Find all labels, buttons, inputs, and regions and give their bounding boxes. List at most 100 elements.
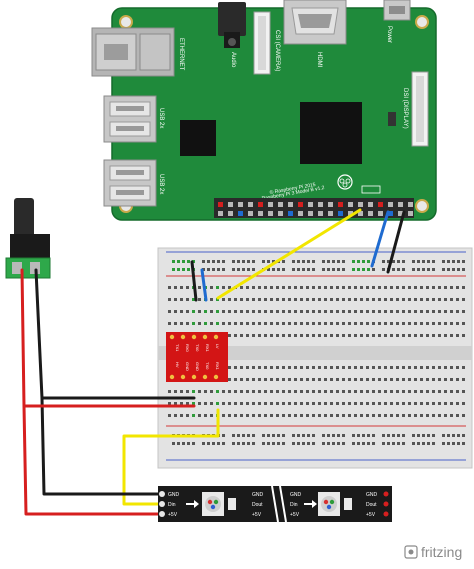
shifter-pin — [169, 374, 175, 380]
wire-black-gnd — [386, 210, 406, 274]
breadboard-hole — [412, 442, 415, 445]
breadboard-hole — [420, 286, 423, 289]
breadboard-hole — [228, 322, 231, 325]
breadboard-hole — [432, 322, 435, 325]
breadboard-hole — [174, 310, 177, 313]
breadboard-hole — [240, 310, 243, 313]
breadboard-hole — [372, 442, 375, 445]
breadboard-hole — [360, 310, 363, 313]
breadboard-hole — [432, 434, 435, 437]
breadboard-hole — [444, 390, 447, 393]
shifter-pin — [180, 374, 186, 380]
breadboard-hole — [412, 268, 415, 271]
breadboard-hole — [392, 442, 395, 445]
breadboard-hole — [252, 402, 255, 405]
breadboard-hole — [228, 298, 231, 301]
breadboard-hole — [412, 260, 415, 263]
strip-label-din: Din — [168, 502, 176, 508]
breadboard-hole — [288, 310, 291, 313]
breadboard-hole — [360, 402, 363, 405]
breadboard-hole — [312, 414, 315, 417]
breadboard-hole — [392, 268, 395, 271]
gpio-pin — [378, 202, 383, 207]
wire-yellow-data-2 — [122, 408, 220, 506]
breadboard-hole — [276, 286, 279, 289]
breadboard-hole — [264, 334, 267, 337]
breadboard-hole — [336, 322, 339, 325]
breadboard-hole-active — [192, 390, 195, 393]
breadboard-hole — [198, 390, 201, 393]
breadboard-hole — [252, 268, 255, 271]
breadboard-hole — [297, 268, 300, 271]
gpio-pin — [248, 211, 253, 216]
breadboard-hole — [396, 310, 399, 313]
breadboard-hole — [420, 390, 423, 393]
breadboard-hole — [432, 310, 435, 313]
breadboard-hole — [354, 378, 357, 381]
shifter-label-gnd-1: GND — [185, 362, 190, 371]
breadboard-hole — [456, 390, 459, 393]
breadboard-hole — [247, 442, 250, 445]
breadboard-hole — [210, 390, 213, 393]
breadboard-hole — [180, 286, 183, 289]
gpio-pin — [268, 202, 273, 207]
breadboard-hole — [294, 322, 297, 325]
breadboard-hole — [348, 378, 351, 381]
breadboard-hole — [228, 390, 231, 393]
breadboard-hole — [246, 298, 249, 301]
breadboard-hole — [252, 310, 255, 313]
breadboard-hole — [408, 286, 411, 289]
gpio-pin — [298, 202, 303, 207]
breadboard-hole — [282, 402, 285, 405]
breadboard-hole — [240, 286, 243, 289]
breadboard-hole — [456, 402, 459, 405]
breadboard-hole — [232, 268, 235, 271]
breadboard-hole — [348, 298, 351, 301]
breadboard-hole — [384, 366, 387, 369]
breadboard-hole-active — [216, 322, 219, 325]
breadboard-hole — [242, 434, 245, 437]
breadboard-hole — [408, 378, 411, 381]
breadboard-hole — [202, 442, 205, 445]
shifter-label-tx1: TX1 — [175, 344, 180, 352]
breadboard-hole — [452, 268, 455, 271]
breadboard-hole — [288, 390, 291, 393]
breadboard-hole — [318, 378, 321, 381]
ethernet-port — [91, 27, 175, 77]
breadboard-hole — [382, 442, 385, 445]
breadboard-hole — [222, 268, 225, 271]
breadboard-hole — [362, 260, 365, 263]
breadboard-hole — [240, 334, 243, 337]
breadboard-hole — [438, 402, 441, 405]
breadboard-hole — [384, 334, 387, 337]
gpio-pin — [328, 202, 333, 207]
breadboard-hole — [297, 434, 300, 437]
breadboard-hole — [444, 310, 447, 313]
breadboard-hole — [396, 286, 399, 289]
breadboard-hole — [402, 286, 405, 289]
breadboard-hole — [450, 286, 453, 289]
breadboard-hole — [212, 268, 215, 271]
breadboard-hole — [242, 442, 245, 445]
breadboard-hole — [282, 434, 285, 437]
breadboard-hole — [306, 334, 309, 337]
breadboard-hole — [318, 390, 321, 393]
raspberry-logo-icon — [337, 174, 353, 190]
breadboard-hole — [447, 268, 450, 271]
gpio-pin — [278, 211, 283, 216]
breadboard-hole — [186, 402, 189, 405]
breadboard-hole — [282, 442, 285, 445]
breadboard-hole — [318, 402, 321, 405]
gpio-pin — [368, 202, 373, 207]
breadboard-hole — [180, 322, 183, 325]
breadboard-hole — [457, 442, 460, 445]
breadboard-hole — [282, 268, 285, 271]
breadboard-hole — [276, 298, 279, 301]
breadboard-hole — [324, 366, 327, 369]
breadboard-hole — [207, 442, 210, 445]
breadboard-hole — [258, 298, 261, 301]
breadboard-hole — [360, 414, 363, 417]
breadboard-hole — [366, 322, 369, 325]
breadboard-hole — [192, 442, 195, 445]
